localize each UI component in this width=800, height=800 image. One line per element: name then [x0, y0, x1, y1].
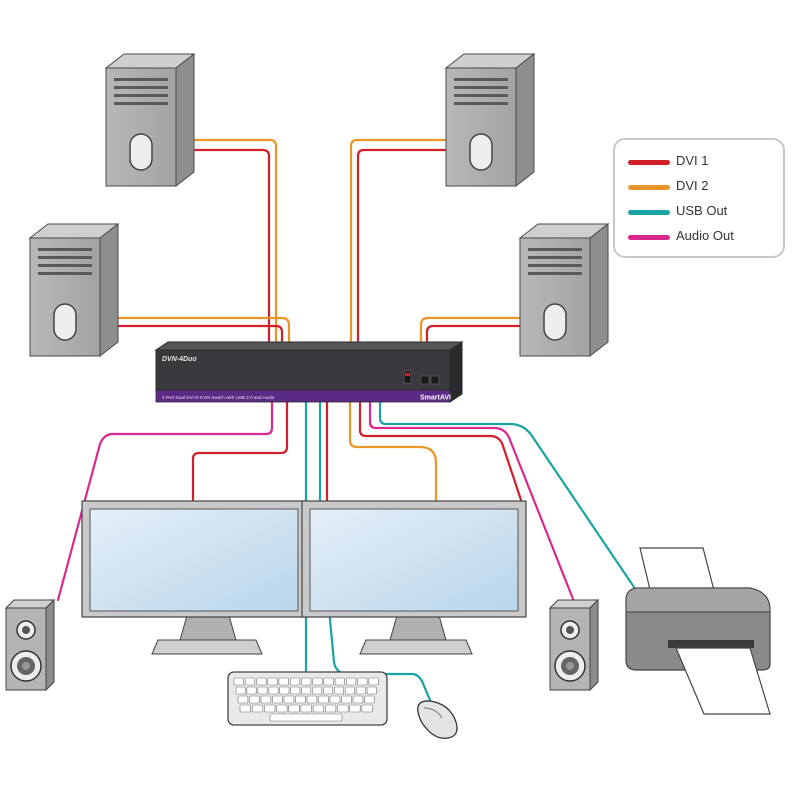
keyboard-key — [355, 686, 366, 695]
keyboard-key — [256, 677, 267, 686]
legend-item-audio-out: Audio Out — [615, 227, 783, 247]
computer-tower-icon — [519, 223, 609, 357]
keyboard-key — [288, 704, 300, 713]
legend: DVI 1 DVI 2 USB Out Audio Out — [613, 138, 785, 258]
keyboard-key — [267, 677, 278, 686]
cable-dvi1-computer-4 — [425, 324, 522, 344]
keyboard-key — [246, 686, 257, 695]
cable-dvi2-computer-3 — [349, 138, 447, 344]
switch-description-label: 4 Port Dual DVI-D KVM Switch with USB 2.… — [162, 395, 275, 400]
legend-label: Audio Out — [676, 228, 734, 243]
keyboard-icon — [227, 671, 388, 726]
keyboard-key — [295, 695, 306, 704]
keyboard-key — [301, 677, 312, 686]
cable-dvi2-computer-2 — [110, 316, 291, 344]
keyboard-key — [345, 677, 357, 686]
legend-swatch — [628, 210, 670, 215]
cable-audio-right-speaker — [368, 400, 577, 606]
legend-label: DVI 1 — [676, 153, 709, 168]
keyboard-key — [257, 686, 268, 695]
keyboard-key — [301, 686, 312, 695]
keyboard-key — [312, 677, 323, 686]
cable-dvi1-left-monitor — [191, 400, 289, 502]
keyboard-key — [352, 695, 364, 704]
speaker-icon — [5, 599, 55, 691]
keyboard-key — [368, 677, 379, 686]
keyboard-key — [323, 677, 334, 686]
monitor-icon — [301, 500, 527, 655]
keyboard-key — [300, 704, 312, 713]
keyboard-key — [329, 695, 341, 704]
keyboard-key — [334, 677, 346, 686]
keyboard-key — [306, 695, 318, 704]
legend-swatch — [628, 160, 670, 165]
computer-tower-icon — [445, 53, 535, 187]
cable-dvi2-computer-1 — [185, 138, 278, 344]
kvm-switch-icon: DVN-4Duo 4 Port Dual DVI-D KVM Switch wi… — [154, 341, 464, 403]
keyboard-key — [251, 704, 264, 713]
switch-select-button[interactable] — [403, 370, 412, 384]
legend-item-dvi1: DVI 1 — [615, 152, 783, 172]
cable-audio-left-speaker — [56, 400, 274, 602]
computer-tower-icon — [29, 223, 119, 357]
keyboard-key — [244, 677, 256, 686]
keyboard-key — [337, 704, 349, 713]
legend-item-usb-out: USB Out — [615, 202, 783, 222]
legend-swatch — [628, 185, 670, 190]
keyboard-spacebar — [269, 713, 343, 722]
cable-dvi2-right-monitor — [348, 400, 438, 502]
cable-dvi1-right-monitor-2 — [358, 400, 523, 502]
cable-dvi1-computer-3 — [356, 148, 447, 344]
cable-dvi1-computer-2 — [110, 324, 284, 344]
mouse-icon — [417, 700, 458, 739]
legend-label: DVI 2 — [676, 178, 709, 193]
switch-port-button-2[interactable] — [430, 375, 440, 385]
keyboard-key — [357, 677, 368, 686]
keyboard-key — [333, 686, 344, 695]
keyboard-key — [237, 695, 249, 704]
keyboard-key — [312, 704, 325, 713]
keyboard-key — [318, 695, 329, 704]
keyboard-key — [312, 686, 323, 695]
printer-icon — [625, 547, 771, 715]
switch-brand-label: SmartAVI — [420, 395, 451, 402]
keyboard-key — [290, 686, 301, 695]
monitor-icon — [81, 500, 307, 655]
keyboard-key — [260, 695, 272, 704]
keyboard-key — [344, 686, 355, 695]
speaker-icon — [549, 599, 599, 691]
keyboard-key — [283, 695, 295, 704]
keyboard-key — [276, 704, 288, 713]
legend-swatch — [628, 235, 670, 240]
switch-led — [405, 373, 410, 376]
keyboard-key — [235, 686, 246, 695]
keyboard-key — [264, 704, 276, 713]
keyboard-key — [233, 677, 244, 686]
cable-dvi2-computer-4 — [419, 316, 522, 344]
legend-label: USB Out — [676, 203, 728, 218]
keyboard-key — [249, 695, 260, 704]
cable-usb-printer — [378, 400, 642, 598]
switch-port-button-1[interactable] — [420, 375, 430, 385]
keyboard-key — [324, 704, 337, 713]
keyboard-key — [279, 686, 290, 695]
keyboard-key — [361, 704, 373, 713]
keyboard-key — [278, 677, 289, 686]
keyboard-key — [323, 686, 333, 695]
keyboard-key — [349, 704, 361, 713]
keyboard-key — [366, 686, 377, 695]
keyboard-key — [268, 686, 279, 695]
switch-model-label: DVN-4Duo — [162, 356, 197, 363]
cables — [56, 138, 642, 702]
keyboard-key — [289, 677, 301, 686]
computer-tower-icon — [105, 53, 195, 187]
keyboard-key — [239, 704, 251, 713]
keyboard-key — [272, 695, 283, 704]
keyboard-key — [341, 695, 352, 704]
cable-dvi1-computer-1 — [185, 148, 271, 344]
legend-item-dvi2: DVI 2 — [615, 177, 783, 197]
keyboard-key — [364, 695, 375, 704]
